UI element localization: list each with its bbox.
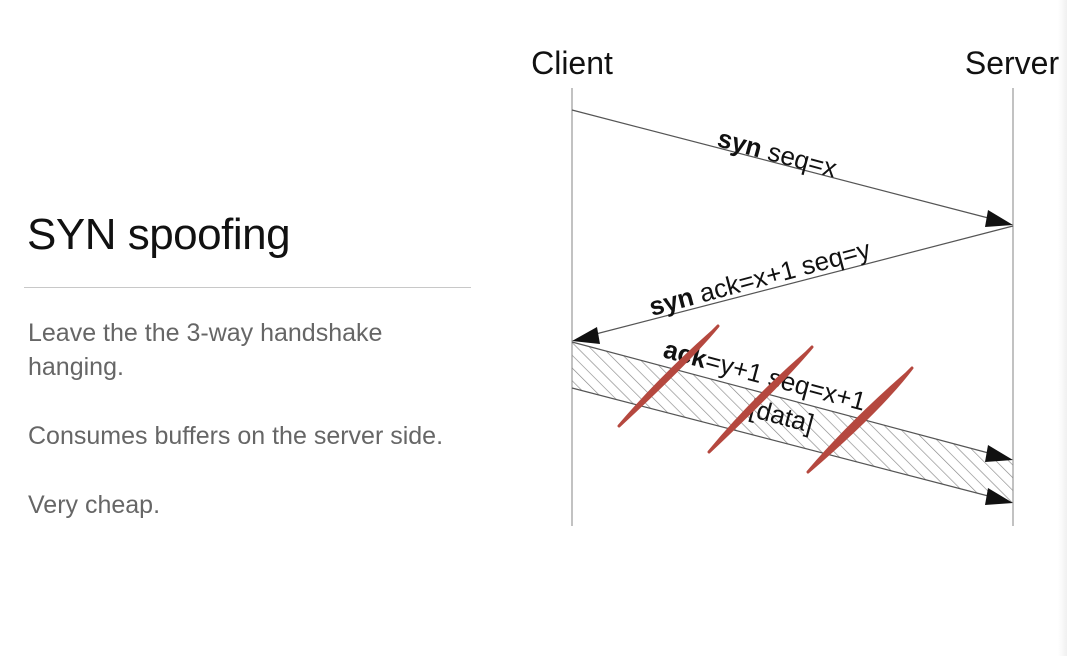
syn-message-label: syn seq=x bbox=[714, 123, 840, 184]
slide-title: SYN spoofing bbox=[27, 210, 291, 259]
ack-arrowhead bbox=[985, 445, 1013, 462]
bullet-item: Consumes buffers on the server side. bbox=[28, 422, 444, 450]
syn-ack-message-label: syn ack=x+1 seq=y bbox=[646, 234, 874, 322]
syn-ack-flag: syn bbox=[646, 281, 697, 322]
syn-arrow bbox=[571, 109, 997, 221]
ack-arrow bbox=[571, 341, 997, 456]
bullet-item: Very cheap. bbox=[28, 491, 161, 519]
syn-ack-seq: ack=x+1 seq=y bbox=[689, 234, 873, 310]
bullet-item: Leave the the 3-way handshake hanging. bbox=[28, 319, 383, 381]
server-label: Server bbox=[965, 45, 1060, 81]
strike-marks bbox=[617, 324, 914, 474]
strike-mark bbox=[707, 345, 814, 454]
syn-flag: syn bbox=[714, 123, 765, 164]
data-arrowhead bbox=[985, 488, 1013, 505]
syn-ack-arrow bbox=[587, 225, 1014, 337]
strike-mark bbox=[806, 366, 914, 474]
data-arrow bbox=[571, 387, 997, 499]
syn-ack-arrowhead bbox=[572, 327, 600, 344]
syn-arrowhead bbox=[985, 210, 1013, 227]
syn-seq: seq=x bbox=[758, 134, 840, 183]
right-edge-shadow bbox=[1058, 0, 1067, 656]
title-divider bbox=[24, 287, 471, 288]
hatched-data-band bbox=[572, 342, 1013, 503]
strike-mark bbox=[617, 324, 720, 428]
client-label: Client bbox=[531, 45, 613, 81]
bullet-list: Leave the the 3-way handshake hanging. C… bbox=[28, 316, 468, 557]
